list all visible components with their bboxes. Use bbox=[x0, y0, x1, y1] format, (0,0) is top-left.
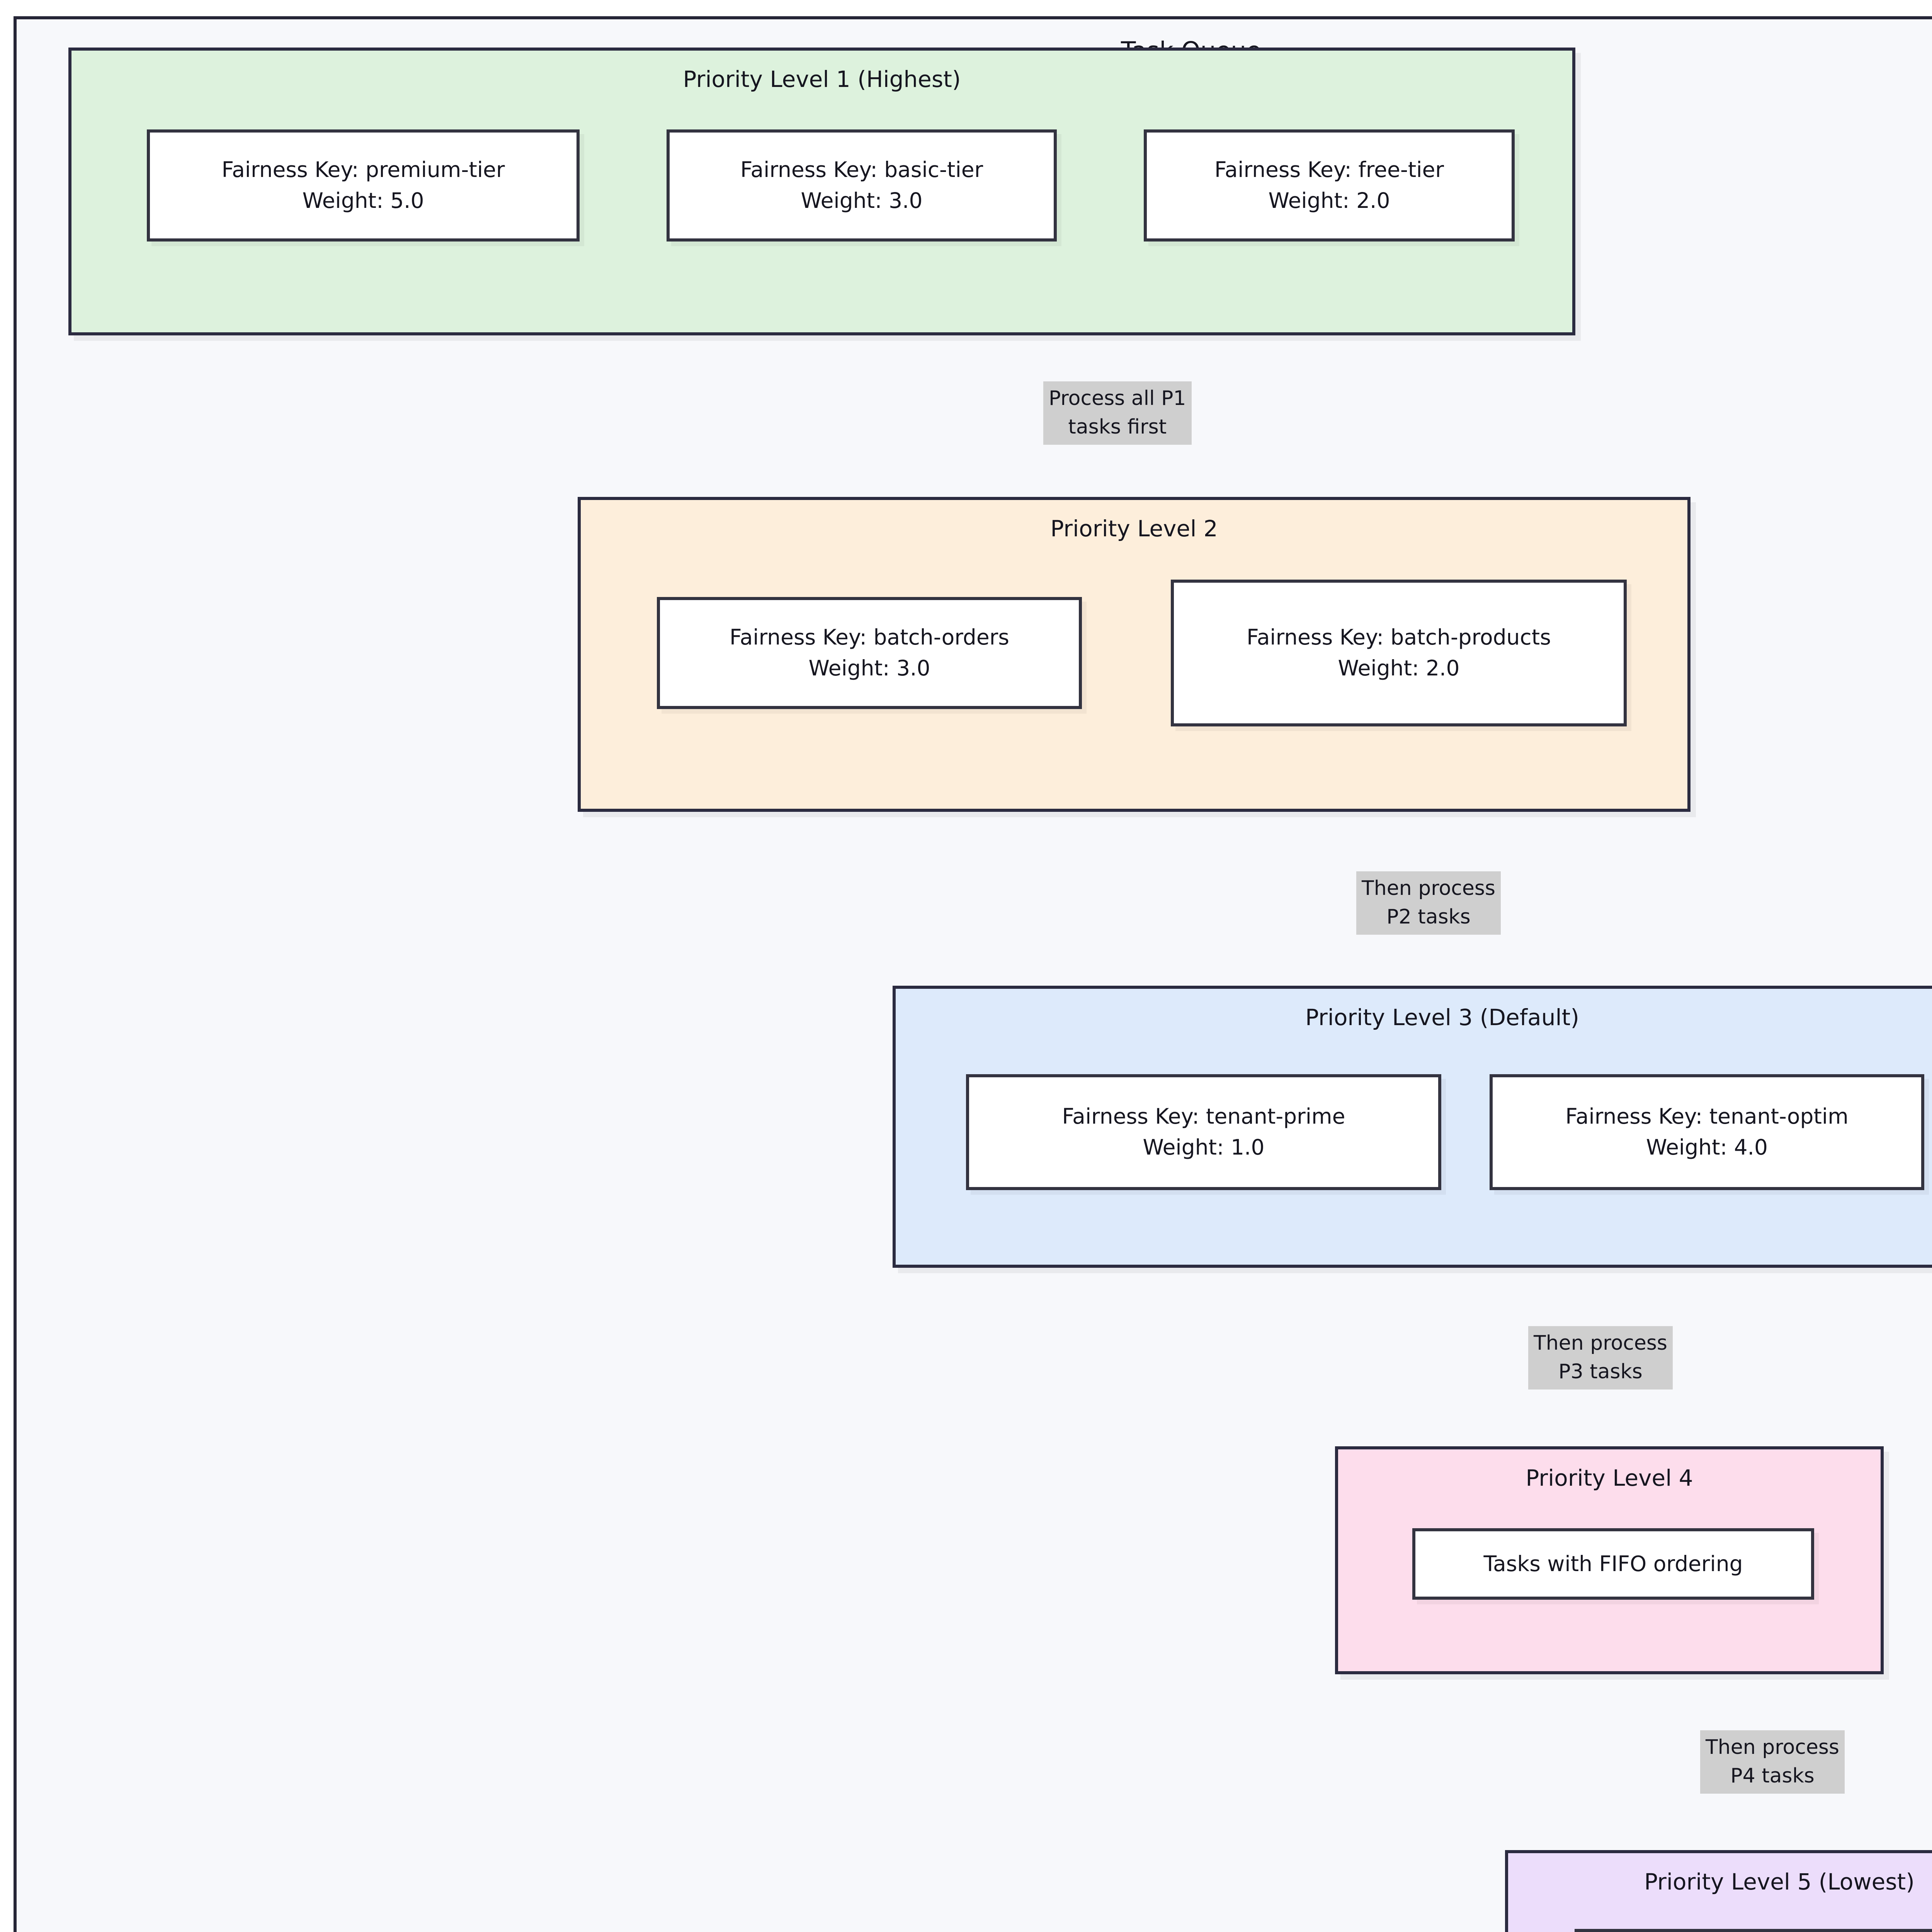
edge-label-p2-to-p3: Then process P2 tasks bbox=[1356, 871, 1501, 935]
weight-line: Weight: 4.0 bbox=[1646, 1135, 1768, 1160]
fairness-node-batch-products[interactable]: Fairness Key: batch-products Weight: 2.0 bbox=[1171, 580, 1627, 726]
weight-line: Weight: 2.0 bbox=[1338, 656, 1460, 680]
edge-label-p1-to-p2: Process all P1 tasks first bbox=[1043, 381, 1192, 445]
fifo-text: Tasks with FIFO ordering bbox=[1483, 1551, 1743, 1576]
cluster-label-priority-level-3: Priority Level 3 (Default) bbox=[1305, 1004, 1579, 1031]
edge-label-line-1: Process all P1 bbox=[1049, 387, 1186, 410]
edge-label-p4-to-p5: Then process P4 tasks bbox=[1700, 1730, 1845, 1794]
cluster-label-priority-level-4: Priority Level 4 bbox=[1526, 1465, 1693, 1491]
edge-label-line-1: Then process bbox=[1534, 1332, 1668, 1355]
weight-line: Weight: 1.0 bbox=[1143, 1135, 1265, 1160]
edge-label-line-1: Then process bbox=[1706, 1736, 1840, 1759]
fairness-key-line: Fairness Key: tenant-prime bbox=[1062, 1104, 1345, 1129]
fairness-node-free-tier[interactable]: Fairness Key: free-tier Weight: 2.0 bbox=[1144, 129, 1515, 242]
fairness-node-batch-orders[interactable]: Fairness Key: batch-orders Weight: 3.0 bbox=[657, 597, 1082, 709]
weight-line: Weight: 3.0 bbox=[801, 188, 923, 213]
cluster-label-priority-level-2: Priority Level 2 bbox=[1050, 515, 1218, 542]
fairness-key-line: Fairness Key: free-tier bbox=[1214, 157, 1444, 182]
weight-line: Weight: 3.0 bbox=[808, 656, 930, 680]
fairness-key-line: Fairness Key: tenant-optim bbox=[1565, 1104, 1849, 1129]
fifo-node-priority-4[interactable]: Tasks with FIFO ordering bbox=[1412, 1528, 1814, 1600]
cluster-priority-level-5: Priority Level 5 (Lowest) bbox=[1505, 1850, 1932, 1932]
edge-label-line-1: Then process bbox=[1362, 877, 1496, 900]
fairness-key-line: Fairness Key: basic-tier bbox=[740, 157, 983, 182]
fairness-node-basic-tier[interactable]: Fairness Key: basic-tier Weight: 3.0 bbox=[667, 129, 1057, 242]
weight-line: Weight: 5.0 bbox=[302, 188, 424, 213]
cluster-label-priority-level-1: Priority Level 1 (Highest) bbox=[683, 66, 961, 92]
edge-label-line-2: P3 tasks bbox=[1558, 1360, 1643, 1383]
weight-line: Weight: 2.0 bbox=[1268, 188, 1390, 213]
fairness-node-premium-tier[interactable]: Fairness Key: premium-tier Weight: 5.0 bbox=[147, 129, 580, 242]
edge-label-p3-to-p4: Then process P3 tasks bbox=[1528, 1326, 1673, 1389]
edge-label-line-2: P2 tasks bbox=[1386, 905, 1471, 929]
cluster-label-priority-level-5: Priority Level 5 (Lowest) bbox=[1644, 1869, 1915, 1895]
edge-label-line-2: tasks first bbox=[1068, 415, 1167, 439]
fifo-node-priority-5[interactable]: Tasks with FIFO ordering bbox=[1575, 1929, 1932, 1932]
fairness-node-tenant-optim[interactable]: Fairness Key: tenant-optim Weight: 4.0 bbox=[1490, 1074, 1924, 1190]
fairness-node-tenant-prime[interactable]: Fairness Key: tenant-prime Weight: 1.0 bbox=[966, 1074, 1441, 1190]
edge-label-line-2: P4 tasks bbox=[1730, 1764, 1815, 1787]
fairness-key-line: Fairness Key: batch-orders bbox=[730, 625, 1009, 650]
fairness-key-line: Fairness Key: premium-tier bbox=[221, 157, 505, 182]
fairness-key-line: Fairness Key: batch-products bbox=[1247, 625, 1551, 650]
